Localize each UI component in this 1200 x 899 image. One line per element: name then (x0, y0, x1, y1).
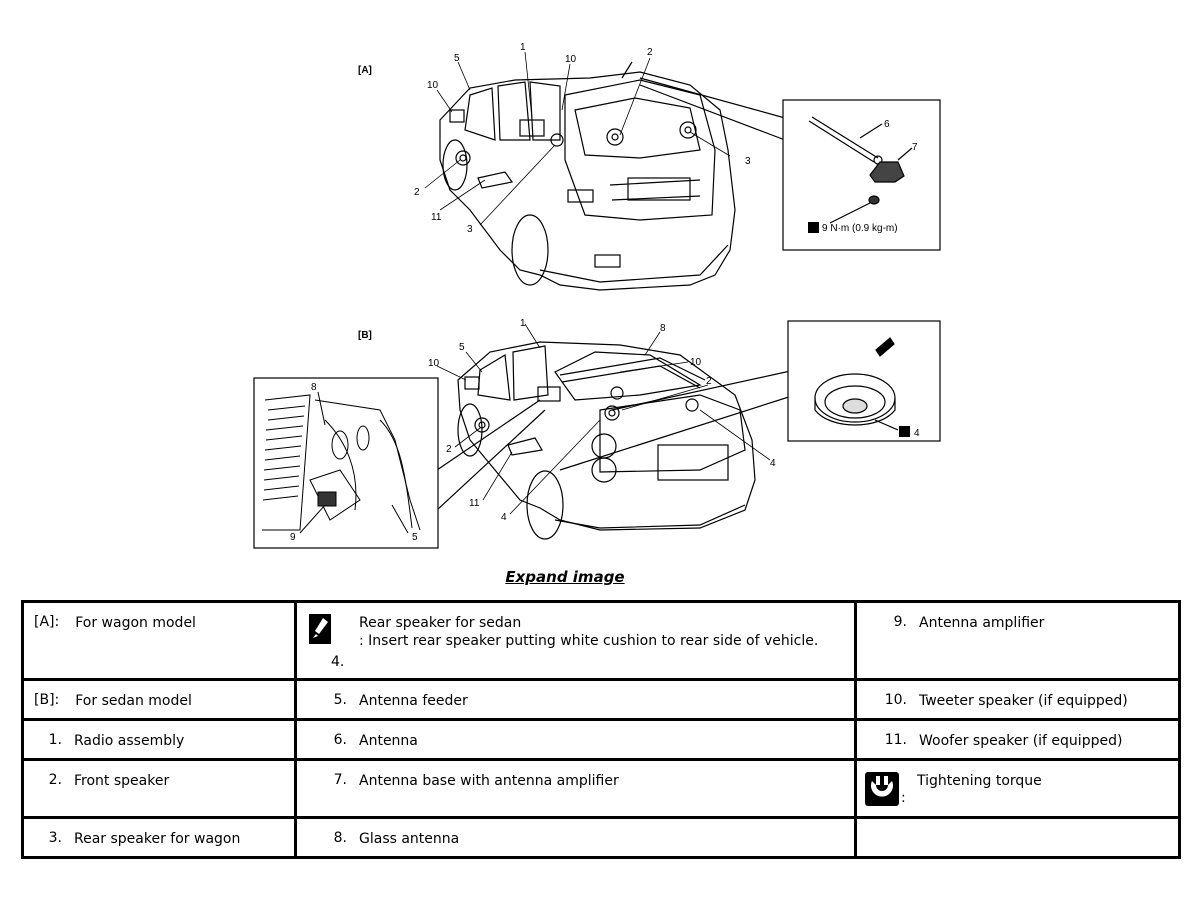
legend-text-torque: Tightening torque (917, 773, 1042, 789)
antenna-detail-inset: 6 7 9 N·m (0.9 kg-m) (782, 99, 941, 251)
svg-text:5: 5 (459, 342, 465, 353)
torque-colon: : (901, 790, 906, 806)
table-row: [B]: For sedan model 5. Antenna feeder 1… (21, 678, 1181, 721)
table-row: 2. Front speaker 7. Antenna base with an… (21, 758, 1181, 819)
svg-text:5: 5 (412, 532, 418, 543)
table-row: 1. Radio assembly 6. Antenna 11. Woofer … (21, 718, 1181, 761)
svg-text:8: 8 (311, 382, 317, 393)
wagon-car-drawing (439, 61, 786, 291)
svg-text:9: 9 (290, 532, 296, 543)
sedan-car-drawing (436, 341, 796, 540)
legend-key-b: [B]: (34, 692, 60, 708)
legend-num-5: 5. (333, 692, 347, 708)
label-b: [B] (358, 330, 372, 341)
svg-text:4: 4 (914, 428, 920, 439)
svg-text:6: 6 (884, 119, 890, 130)
legend-num-7: 7. (333, 772, 347, 788)
legend-text-1: Radio assembly (74, 733, 185, 749)
legend-text-3: Rear speaker for wagon (74, 831, 241, 847)
label-a: [A] (358, 65, 372, 76)
wrench-torque-icon (865, 772, 899, 806)
svg-text:4: 4 (770, 458, 776, 469)
svg-text:10: 10 (565, 54, 577, 65)
table-row: 3. Rear speaker for wagon 8. Glass anten… (21, 816, 1181, 859)
table-row: [A]: For wagon model 4. Rear speaker for… (21, 600, 1181, 681)
torque-icon (808, 222, 819, 233)
legend-table: [A]: For wagon model 4. Rear speaker for… (21, 600, 1181, 859)
legend-num-10: 10. (884, 692, 907, 708)
legend-num-9: 9. (893, 614, 907, 630)
legend-text-11: Woofer speaker (if equipped) (919, 733, 1123, 749)
svg-text:2: 2 (706, 376, 712, 387)
svg-text:4: 4 (501, 512, 507, 523)
expand-image-link[interactable]: Expand image (505, 568, 625, 586)
svg-text:1: 1 (520, 318, 526, 329)
rear-speaker-detail-inset: 4 (787, 320, 941, 442)
sedan-callouts (436, 323, 771, 515)
legend-num-2: 2. (48, 772, 62, 788)
svg-text:2: 2 (647, 47, 653, 58)
svg-text:8: 8 (660, 323, 666, 334)
svg-text:10: 10 (690, 357, 702, 368)
legend-text-5: Antenna feeder (359, 693, 468, 709)
legend-num-8: 8. (333, 830, 347, 846)
svg-text:1: 1 (520, 42, 526, 53)
audio-system-diagram: [A] (253, 42, 941, 549)
note-icon-container: 4. (307, 614, 347, 670)
legend-text-a: For wagon model (75, 615, 196, 631)
legend-text-4-note: : Insert rear speaker putting white cush… (359, 633, 819, 649)
legend-text-9: Antenna amplifier (919, 615, 1045, 631)
legend-num-6: 6. (333, 732, 347, 748)
amplifier-detail-inset: 8 9 5 (253, 377, 439, 549)
legend-num-4: 4. (331, 654, 345, 670)
legend-text-4: Rear speaker for sedan (359, 615, 522, 631)
legend-text-b: For sedan model (75, 693, 192, 709)
svg-text:5: 5 (454, 53, 460, 64)
wagon-callouts (424, 51, 731, 226)
legend-key-a: [A]: (34, 614, 60, 630)
svg-text:10: 10 (428, 358, 440, 369)
legend-num-1: 1. (48, 732, 62, 748)
legend-text-8: Glass antenna (359, 831, 460, 847)
svg-text:11: 11 (431, 212, 442, 223)
svg-text:7: 7 (912, 142, 918, 153)
legend-text-7: Antenna base with antenna amplifier (359, 773, 619, 789)
note-icon (309, 614, 331, 644)
svg-text:2: 2 (446, 444, 452, 455)
legend-num-11: 11. (884, 732, 907, 748)
svg-text:10: 10 (427, 80, 439, 91)
torque-spec: 9 N·m (0.9 kg-m) (822, 223, 898, 234)
note-icon (899, 426, 910, 437)
legend-text-6: Antenna (359, 733, 418, 749)
svg-text:2: 2 (414, 187, 420, 198)
legend-text-10: Tweeter speaker (if equipped) (919, 693, 1128, 709)
diagram-svg: [A] (253, 42, 941, 549)
empty-cell (854, 816, 1181, 859)
svg-text:3: 3 (745, 156, 751, 167)
svg-text:11: 11 (469, 498, 480, 509)
torque-symbol: : (865, 772, 917, 806)
svg-text:3: 3 (467, 224, 473, 235)
legend-text-2: Front speaker (74, 773, 170, 789)
legend-num-3: 3. (48, 830, 62, 846)
